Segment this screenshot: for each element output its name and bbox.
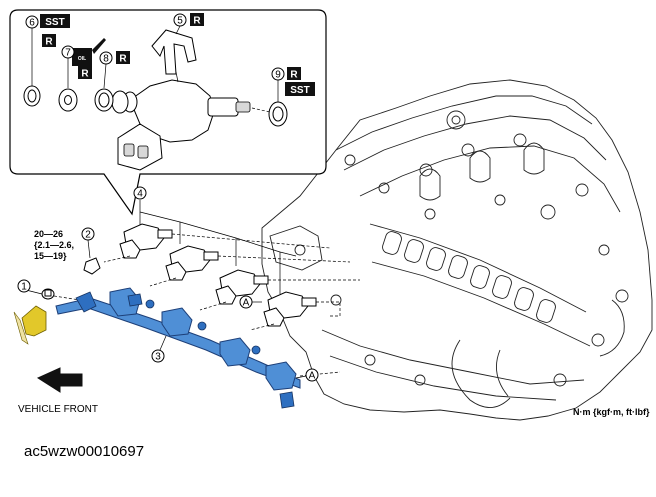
- callout-5: 5: [173, 13, 187, 27]
- injector-4: [263, 291, 317, 327]
- tag-r-7: R: [78, 66, 92, 80]
- torque-line-2: {2.1—2.6,: [34, 240, 74, 250]
- engine-cylinder-head: [261, 79, 653, 421]
- torque-line-3: 15—19}: [34, 251, 67, 261]
- svg-text:2: 2: [85, 230, 91, 241]
- injector-detail-drawing: [111, 29, 251, 171]
- injector-1: [119, 223, 173, 259]
- torque-line-1: 20—26: [34, 229, 63, 239]
- o-ring-8: [94, 88, 114, 112]
- tag-sst-6: SST: [40, 14, 70, 28]
- svg-text:SST: SST: [45, 17, 64, 28]
- intake-ports: [382, 231, 556, 323]
- svg-text:R: R: [119, 54, 127, 65]
- torque-spec: 20—26 {2.1—2.6, 15—19}: [34, 229, 74, 261]
- injector-3: [215, 269, 269, 305]
- oil-can-icon: OIL: [72, 38, 106, 66]
- injector-2: [165, 245, 219, 281]
- image-code-label: ac5wzw00010697: [24, 443, 145, 460]
- fuel-injectors: 4: [103, 186, 360, 331]
- svg-text:A: A: [309, 371, 316, 382]
- callout-7: 7: [61, 45, 75, 59]
- tag-r-8: R: [116, 51, 130, 65]
- injector-detail-inset: OIL 6 SST R 7 R: [9, 9, 327, 216]
- svg-text:3: 3: [155, 352, 161, 363]
- svg-text:SST: SST: [290, 85, 309, 96]
- washer-7: [58, 88, 78, 112]
- callout-8: 8: [99, 51, 113, 65]
- marker-a-upper: A: [239, 295, 262, 309]
- oil-label: OIL: [78, 56, 86, 62]
- tag-r-5: R: [190, 13, 204, 27]
- tag-sst-9: SST: [285, 82, 315, 96]
- callout-9: 9: [271, 67, 285, 81]
- svg-text:R: R: [45, 37, 53, 48]
- callout-4: 4: [133, 186, 147, 200]
- marker-a-lower: A: [295, 368, 319, 382]
- svg-text:9: 9: [275, 70, 281, 81]
- fuel-distributor: 3: [13, 287, 341, 409]
- svg-text:5: 5: [177, 16, 183, 27]
- spacer-2: 2: [81, 227, 101, 275]
- svg-text:6: 6: [29, 18, 35, 29]
- tag-r-6: R: [42, 34, 56, 48]
- svg-text:R: R: [290, 70, 298, 81]
- svg-text:8: 8: [103, 54, 109, 65]
- bolt-1: 1: [17, 279, 81, 301]
- vehicle-front-indicator: VEHICLE FRONT: [18, 367, 98, 415]
- vehicle-front-label: VEHICLE FRONT: [18, 404, 98, 415]
- svg-text:R: R: [193, 16, 201, 27]
- tag-r-9: R: [287, 67, 301, 81]
- callout-6: 6: [25, 15, 39, 29]
- svg-text:1: 1: [21, 282, 27, 293]
- svg-text:7: 7: [65, 48, 71, 59]
- svg-text:R: R: [81, 69, 89, 80]
- o-ring-6: [23, 85, 41, 107]
- front-arrow-icon: [36, 367, 83, 393]
- svg-text:A: A: [243, 298, 250, 309]
- head-bolts: [294, 110, 629, 387]
- svg-text:4: 4: [137, 189, 143, 200]
- units-label: N·m {kgf·m, ft·lbf}: [573, 407, 650, 417]
